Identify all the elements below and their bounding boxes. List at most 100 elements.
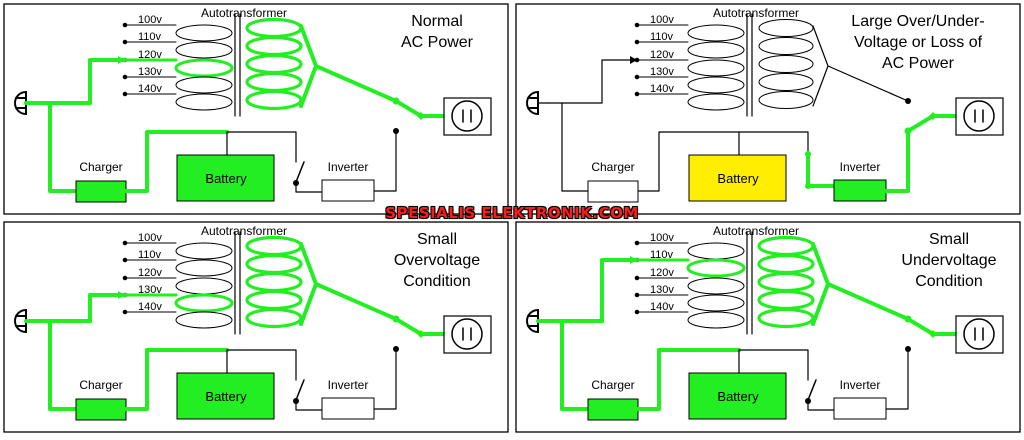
battery-bus (226, 349, 297, 373)
primary-coil (174, 58, 234, 78)
wire (600, 258, 639, 323)
battery-bus (738, 349, 809, 373)
mode-title: AC Power (882, 55, 955, 72)
primary-coil (175, 41, 233, 59)
battery-label: Battery (205, 171, 247, 186)
outlet-icon (955, 315, 1004, 354)
tap-label: 120v (650, 49, 674, 61)
tap-label: 120v (650, 267, 674, 279)
tap-label: 110v (138, 249, 162, 261)
inverter-output (373, 130, 397, 192)
charger-label: Charger (591, 378, 634, 392)
switch-pivot (929, 112, 937, 120)
battery-label: Battery (717, 389, 759, 404)
primary-coil (175, 311, 233, 329)
tap-label: 100v (650, 14, 674, 26)
inverter-switch (295, 161, 305, 183)
mode-title: Voltage or Loss of (854, 34, 983, 51)
battery-box (176, 154, 275, 202)
inverter-switch (295, 379, 305, 401)
tap-arrow-icon (118, 56, 125, 64)
plug-icon (526, 90, 549, 116)
battery-label: Battery (717, 171, 759, 186)
plug-body (14, 90, 27, 116)
outlet-frame (955, 97, 1004, 136)
mode-title: Condition (403, 273, 471, 290)
inverter-box (833, 179, 887, 202)
mode-title: Small (417, 231, 457, 248)
wire (295, 400, 323, 411)
primary-coil (175, 76, 233, 94)
inverter-output (885, 348, 909, 410)
outlet-face (451, 100, 483, 132)
battery-box (688, 372, 787, 420)
mode-title: Undervoltage (901, 252, 996, 269)
charge-path (124, 348, 229, 411)
outlet-icon (443, 315, 492, 354)
secondary-coil (758, 19, 814, 37)
transformer-output (314, 282, 398, 321)
switch-pivot (929, 330, 937, 338)
tap-label: 140v (650, 301, 674, 313)
outlet-icon (443, 97, 492, 136)
inverter-output (373, 348, 397, 410)
primary-coil (687, 277, 745, 295)
primary-coil (687, 93, 745, 111)
primary-coil (687, 24, 745, 42)
outlet-frame (955, 315, 1004, 354)
inverter-switch (807, 379, 817, 401)
wire (807, 400, 835, 411)
outlet-face (451, 318, 483, 350)
primary-coil (687, 76, 745, 94)
primary-coil (175, 259, 233, 277)
charger-box (75, 180, 127, 203)
tap-arrow-icon (630, 56, 637, 64)
charger-feed (48, 101, 78, 193)
wire (88, 293, 127, 323)
tap-label: 120v (138, 267, 162, 279)
tap-label: 120v (138, 49, 162, 61)
transfer-contact (905, 346, 911, 352)
tap-label: 100v (650, 232, 674, 244)
mode-title: Large Over/Under- (851, 13, 984, 30)
switch-pivot (417, 112, 425, 120)
outlet-face (963, 318, 995, 350)
inverter-label: Inverter (328, 378, 369, 392)
battery-box (688, 154, 787, 202)
inverter-label: Inverter (328, 160, 369, 174)
tap-label: 100v (138, 232, 162, 244)
primary-coil (687, 294, 745, 312)
secondary-coil (758, 73, 814, 91)
primary-coil (687, 311, 745, 329)
inverter-box (833, 397, 887, 420)
transfer-contact (393, 346, 399, 352)
tap-label: 130v (650, 284, 674, 296)
tap-label: 130v (138, 66, 162, 78)
transformer-output (826, 282, 910, 321)
primary-coil (686, 258, 746, 278)
secondary-coil (245, 307, 303, 329)
secondary-coil (757, 307, 815, 329)
tap-label: 140v (138, 83, 162, 95)
outlet-icon (955, 97, 1004, 136)
wire (295, 182, 323, 193)
wire (601, 59, 638, 104)
secondary-coil (758, 37, 814, 55)
tap-label: 140v (650, 83, 674, 95)
switch-pivot (417, 330, 425, 338)
autotransformer-label: Autotransformer (201, 6, 287, 20)
charger-feed (48, 319, 78, 411)
secondary-coil (758, 91, 814, 109)
mode-title: Overvoltage (394, 252, 480, 269)
tap-label: 130v (650, 66, 674, 78)
charger-feed (561, 102, 589, 192)
transfer-contact (393, 128, 399, 134)
mode-title: Normal (411, 13, 463, 30)
mode-title: AC Power (401, 34, 474, 51)
primary-coil (175, 24, 233, 42)
tap-label: 110v (138, 31, 162, 43)
battery-label: Battery (205, 389, 247, 404)
plug-body (526, 308, 539, 334)
